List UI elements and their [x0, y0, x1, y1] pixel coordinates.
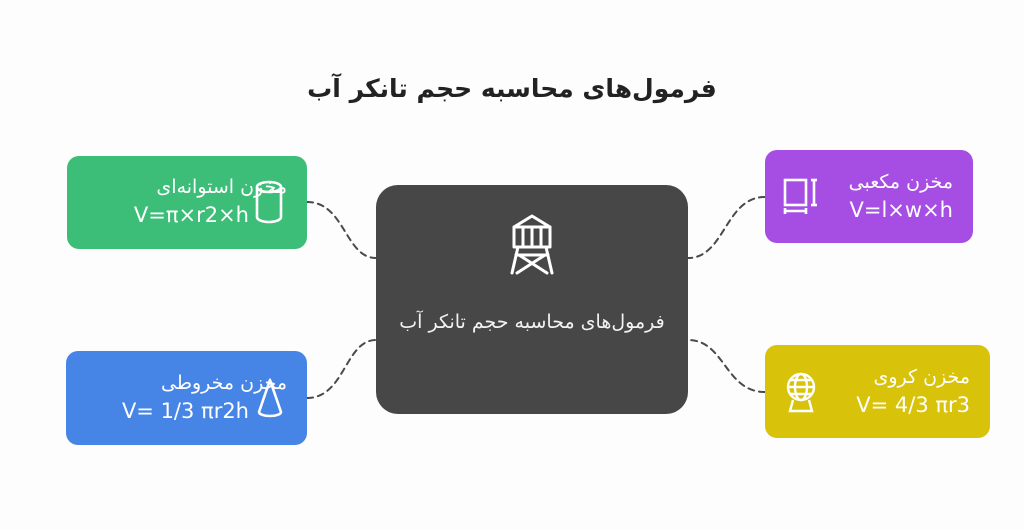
cylinder-tank-name: مخزن استوانه‌ای — [156, 176, 287, 198]
cube-formula: V=l×w×h — [849, 198, 953, 222]
cone-tank-name: مخزن مخروطی — [161, 372, 287, 394]
cylinder-tank-box: مخزن استوانه‌ای V=π×r2×h — [67, 156, 307, 249]
sphere-tank-name: مخزن کروی — [873, 366, 971, 388]
connector-cylinder — [306, 201, 377, 259]
cone-formula: V= 1/3 πr2h — [121, 399, 249, 423]
cylinder-formula: V=π×r2×h — [133, 203, 249, 227]
sphere-formula: V= 4/3 πr3 — [856, 393, 970, 417]
water-tower-icon — [510, 214, 554, 275]
cylinder-icon — [255, 180, 283, 224]
sphere-tank-box: مخزن کروی V= 4/3 πr3 — [765, 345, 990, 438]
diagram-title: فرمول‌های محاسبه حجم تانکر آب — [307, 74, 717, 103]
cube-icon — [783, 178, 817, 214]
globe-icon — [786, 372, 816, 413]
cone-tank-box: مخزن مخروطی V= 1/3 πr2h — [66, 351, 307, 445]
cone-icon — [257, 378, 283, 418]
cube-tank-box: مخزن مکعبی V=l×w×h — [765, 150, 973, 243]
center-node: فرمول‌های محاسبه حجم تانکر آب — [376, 185, 688, 414]
connector-cone — [306, 339, 377, 399]
connector-sphere — [687, 339, 766, 393]
center-label: فرمول‌های محاسبه حجم تانکر آب — [399, 311, 665, 333]
cube-tank-name: مخزن مکعبی — [848, 171, 953, 193]
connector-cube — [687, 196, 766, 259]
